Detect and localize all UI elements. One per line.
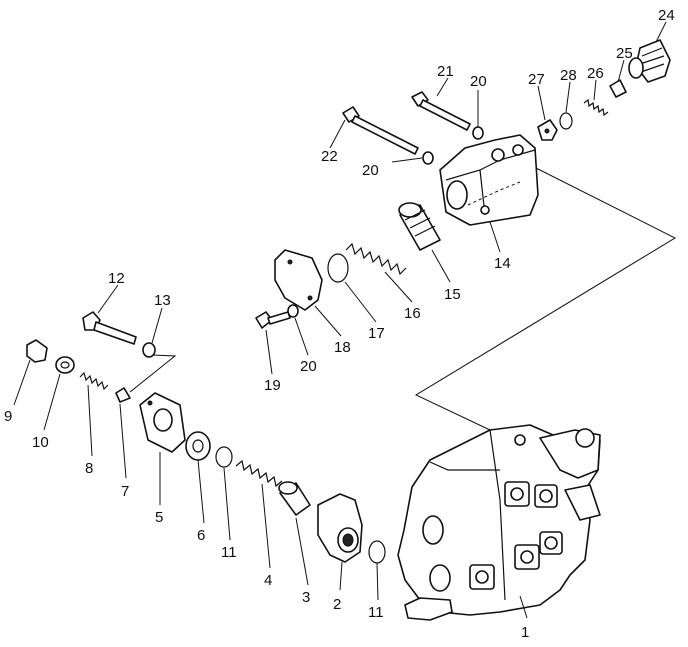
part-1-valve-body [397,424,601,621]
part-4-spring [235,459,283,488]
label-25: 25 [616,45,633,62]
part-7-poppet [115,387,131,403]
part-22-bolt [342,106,419,155]
part-20-washers [287,126,484,318]
label-11-lower-right: 11 [368,604,384,621]
label-24: 24 [658,7,675,24]
part-27-seat [537,119,558,141]
part-18-plate [274,249,323,311]
label-5: 5 [155,509,163,526]
label-6: 6 [197,527,205,544]
part-16-spring [345,242,407,276]
part-10-nut [55,356,75,374]
label-8: 8 [85,460,93,477]
label-20-upper: 20 [470,73,487,90]
part-14-block [439,134,539,226]
label-26: 26 [587,65,604,82]
part-28-oring [559,112,573,130]
label-28: 28 [560,67,577,84]
part-15-sleeve [398,202,441,251]
label-4: 4 [264,572,272,589]
part-17-oring [327,253,349,283]
label-17: 17 [368,325,385,342]
label-3: 3 [302,589,310,606]
label-15: 15 [444,286,461,303]
guide-lines [129,164,677,431]
label-12: 12 [108,270,125,287]
label-19: 19 [264,377,281,394]
part-25-fitting [609,79,627,98]
part-9-plug [26,339,48,363]
label-22: 22 [321,148,338,165]
part-26-spring [583,98,609,117]
part-6-washer [185,431,211,461]
label-1: 1 [521,624,529,641]
part-3-sleeve [278,481,311,516]
label-2: 2 [333,596,341,613]
part-19-bolt [255,311,291,329]
label-14: 14 [494,255,511,272]
leader-lines [13,21,667,619]
part-24-fitting [628,39,671,83]
label-27: 27 [528,71,545,88]
label-20-lower: 20 [300,358,317,375]
part-5-cover [139,392,186,453]
label-9: 9 [4,408,12,425]
label-11-lower-left: 11 [221,544,237,561]
label-20-middle: 20 [362,162,379,179]
part-21-bolt [411,91,471,131]
label-16: 16 [404,305,421,322]
label-13: 13 [154,292,171,309]
label-10: 10 [32,434,49,451]
part-12-bolt [82,311,137,345]
label-21: 21 [437,63,454,80]
part-13-washer [142,342,156,358]
part-8-spring [79,371,109,391]
part-number-labels: 1 2 3 4 5 6 7 8 9 10 11 11 12 13 14 15 1… [4,7,675,641]
label-7: 7 [121,483,129,500]
part-2-housing [317,493,363,563]
label-18: 18 [334,339,351,356]
